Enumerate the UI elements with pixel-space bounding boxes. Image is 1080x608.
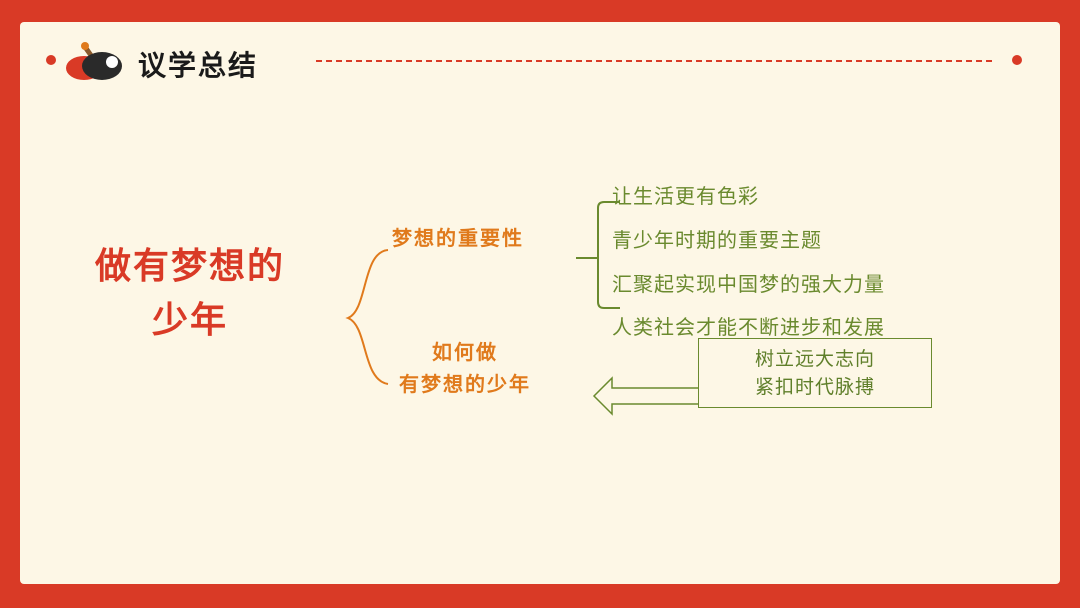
branch1-label: 梦想的重要性 bbox=[392, 226, 524, 250]
branch1-item: 人类社会才能不断进步和发展 bbox=[612, 315, 885, 339]
center-brace bbox=[345, 249, 389, 385]
ping-pong-paddle-icon bbox=[66, 42, 122, 80]
center-topic-line2: 少年 bbox=[151, 300, 228, 341]
answer-line: 紧扣时代脉搏 bbox=[754, 376, 875, 398]
header-right-dot bbox=[1012, 55, 1022, 65]
branch1-item: 让生活更有色彩 bbox=[612, 184, 759, 208]
branch2-label-line1: 如何做 bbox=[432, 340, 498, 364]
header-title: 议学总结 bbox=[138, 49, 259, 82]
branch2-answer-box: 树立远大志向 紧扣时代脉搏 bbox=[698, 338, 932, 408]
center-topic: 做有梦想的 少年 bbox=[70, 240, 310, 348]
branch1-bracket bbox=[597, 201, 620, 309]
branch1-item: 汇聚起实现中国梦的强大力量 bbox=[612, 272, 885, 296]
slide-card: 议学总结 bbox=[20, 22, 1060, 584]
branch1-item: 青少年时期的重要主题 bbox=[612, 228, 822, 252]
branch2-label-line2: 有梦想的少年 bbox=[399, 372, 531, 396]
arrow-icon bbox=[592, 376, 718, 416]
answer-line: 树立远大志向 bbox=[754, 348, 875, 370]
center-topic-line1: 做有梦想的 bbox=[94, 246, 285, 287]
header-left-dot bbox=[46, 55, 56, 65]
branch2-label: 如何做 有梦想的少年 bbox=[380, 336, 550, 400]
header-dashed-divider bbox=[316, 60, 992, 62]
